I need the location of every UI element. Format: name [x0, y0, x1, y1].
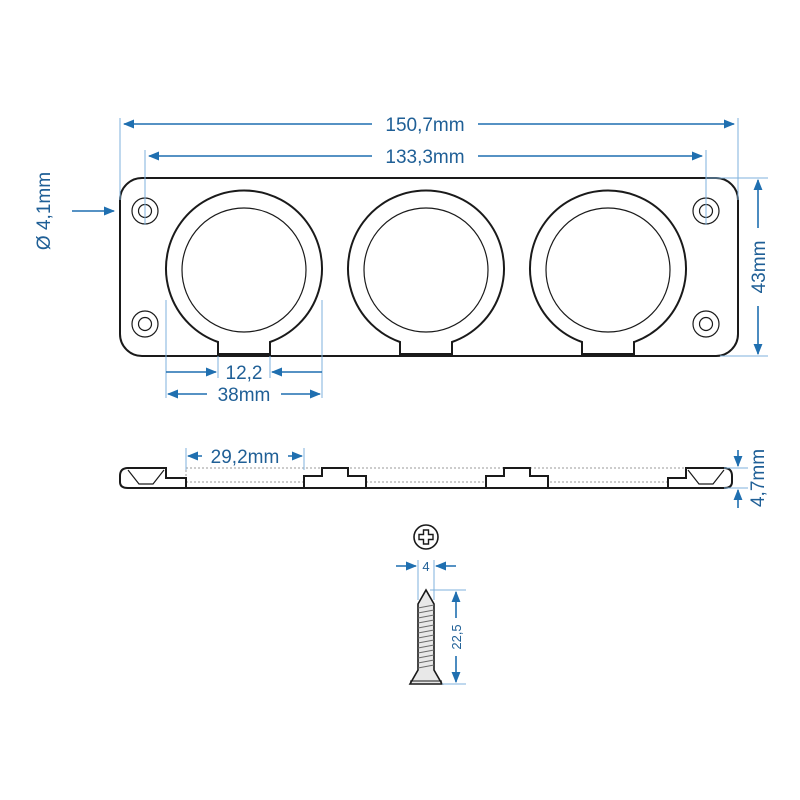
mounting-hole-bottom-right — [692, 310, 720, 338]
dimension-socket-pitch: 29,2mm — [185, 443, 305, 470]
socket-pitch-label: 29,2mm — [211, 447, 280, 468]
extension-lines — [119, 118, 768, 398]
socket-ring-1 — [165, 189, 323, 355]
hole-spacing-label: 133,3mm — [385, 147, 464, 168]
screw-diameter-label: 4 — [422, 559, 429, 574]
dimension-thickness: 4,7mm — [724, 449, 769, 508]
plate-side-view — [119, 467, 733, 489]
dimension-hole-spacing: 133,3mm — [147, 147, 704, 168]
screw-length-label: 22,5 — [449, 624, 464, 649]
plate-top-view — [119, 177, 739, 357]
dimension-socket-width: 38mm — [166, 385, 322, 406]
mounting-hole-bottom-left — [131, 310, 159, 338]
socket-width-label: 38mm — [218, 385, 271, 406]
phillips-screw-head-icon — [413, 524, 439, 550]
dimension-screw-length: 22,5 — [430, 589, 466, 685]
slot-width-label: 12,2 — [226, 363, 263, 384]
socket-ring-2 — [347, 189, 505, 355]
thickness-label: 4,7mm — [748, 449, 769, 507]
dimension-overall-length: 150,7mm — [122, 115, 736, 136]
dimension-slot-width: 12,2 — [166, 363, 322, 384]
dimension-screw-diameter: 4 — [396, 559, 456, 600]
height-label: 43mm — [749, 241, 770, 294]
dimension-hole-diameter: Ø 4,1mm — [34, 172, 116, 250]
dimension-height: 43mm — [749, 178, 770, 356]
hole-diameter-label: Ø 4,1mm — [34, 172, 55, 250]
screw-side-view — [408, 588, 444, 685]
overall-length-label: 150,7mm — [385, 115, 464, 136]
socket-ring-3 — [529, 189, 687, 355]
